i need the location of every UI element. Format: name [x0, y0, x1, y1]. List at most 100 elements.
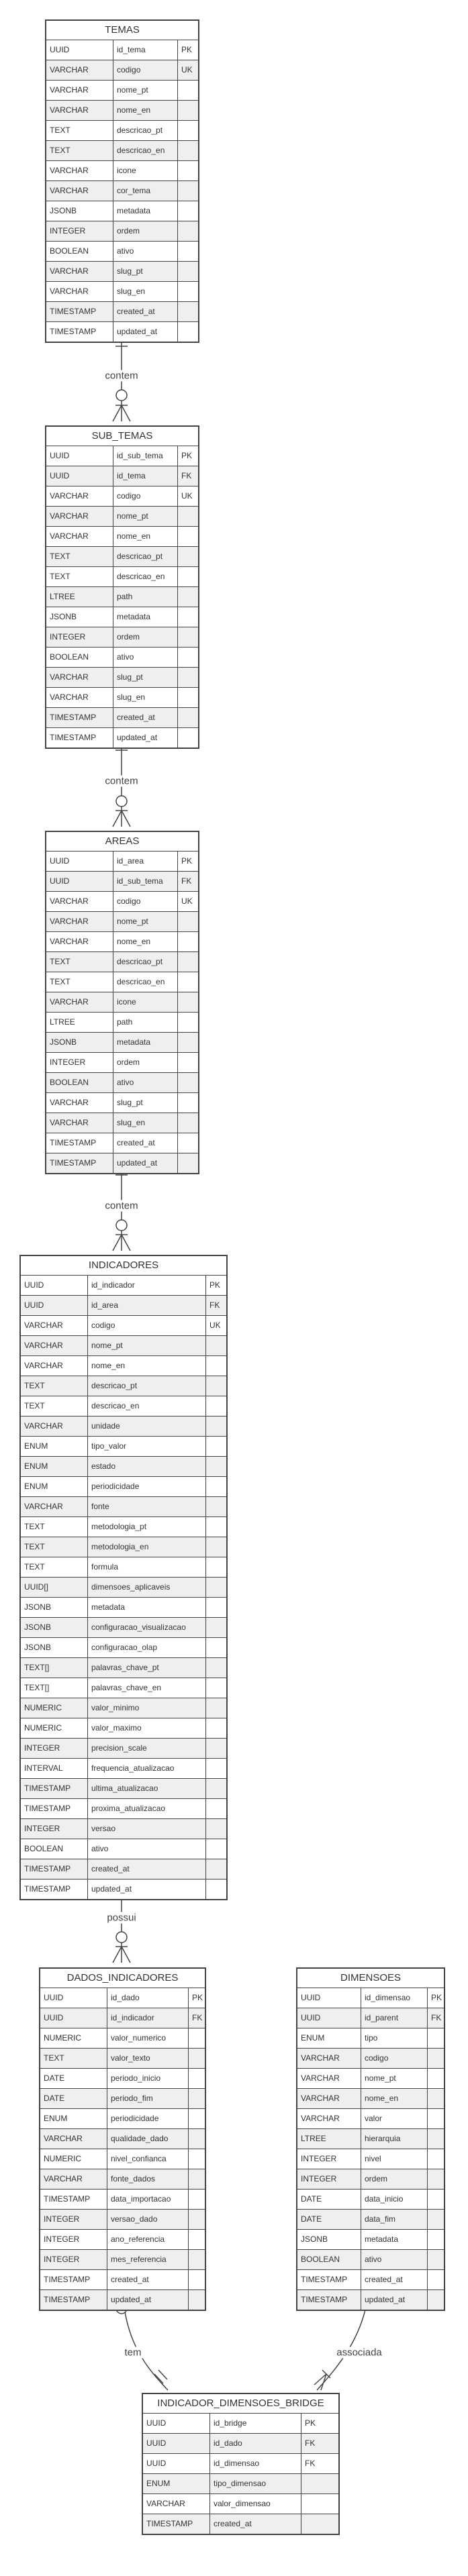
column-type: TEXT [40, 2049, 107, 2068]
column-key [428, 2210, 444, 2229]
column-type: TIMESTAMP [40, 2290, 107, 2310]
column-type: UUID [143, 2454, 210, 2473]
column-name: ano_referencia [107, 2230, 189, 2249]
column-name: id_parent [361, 2008, 428, 2028]
column-type: TEXT [46, 567, 113, 586]
column-key [206, 1396, 226, 1416]
column-name: periodicidade [88, 1477, 206, 1496]
column-name: nome_en [113, 101, 178, 120]
column-name: qualidade_dado [107, 2129, 189, 2149]
column-name: updated_at [113, 1153, 178, 1173]
column-type: TEXT[] [21, 1658, 88, 1678]
column-type: VARCHAR [21, 1336, 88, 1355]
rel-label-temas-sub-temas: contem [103, 370, 140, 382]
column-name: icone [113, 161, 178, 181]
column-type: ENUM [21, 1437, 88, 1456]
column-name: metadata [361, 2230, 428, 2249]
column-key: PK [209, 1280, 221, 1290]
column-name: unidade [88, 1416, 206, 1436]
column-type: INTEGER [297, 2169, 361, 2189]
column-type: VARCHAR [46, 262, 113, 281]
column-name: ativo [113, 242, 178, 261]
entity-title-indicadores: INDICADORES [21, 1256, 226, 1276]
rel-label-dimensoes-bridge: associada [334, 2347, 384, 2359]
column-type: LTREE [46, 587, 113, 607]
column-name: id_tema [113, 40, 178, 60]
column-name: nivel [361, 2149, 428, 2169]
column-name: fonte [88, 1497, 206, 1516]
column-key: PK [181, 45, 193, 54]
column-name: metadata [88, 1598, 206, 1617]
column-key [206, 1497, 226, 1516]
column-key [206, 1416, 226, 1436]
column-key [189, 2149, 205, 2169]
column-name: codigo [361, 2049, 428, 2068]
column-name: path [113, 1013, 178, 1032]
column-name: created_at [210, 2514, 301, 2534]
column-key [206, 1618, 226, 1637]
column-key [428, 2230, 444, 2249]
column-key: PK [305, 2418, 316, 2428]
column-key: FK [431, 2013, 442, 2022]
column-type: LTREE [297, 2129, 361, 2149]
column-key [206, 1839, 226, 1859]
column-name: palavras_chave_pt [88, 1658, 206, 1678]
column-key [189, 2250, 205, 2269]
column-name: slug_pt [113, 1093, 178, 1113]
column-key [206, 1598, 226, 1617]
column-type: VARCHAR [297, 2089, 361, 2108]
column-name: cor_tema [113, 181, 178, 201]
column-key [301, 2494, 338, 2514]
column-type: TIMESTAMP [46, 728, 113, 748]
entity-title-areas: AREAS [46, 832, 198, 852]
column-key [178, 1133, 198, 1153]
column-name: proxima_atualizacao [88, 1799, 206, 1818]
column-name: data_importacao [107, 2189, 189, 2209]
column-key: FK [305, 2459, 316, 2468]
column-key [178, 1073, 198, 1092]
column-type: TEXT [21, 1376, 88, 1396]
column-key [178, 972, 198, 992]
column-name: ordem [113, 1053, 178, 1072]
column-name: valor [361, 2109, 428, 2128]
column-name: updated_at [361, 2290, 428, 2310]
column-key [206, 1537, 226, 1557]
column-key [178, 547, 198, 566]
column-type: ENUM [297, 2028, 361, 2048]
column-name: created_at [107, 2270, 189, 2289]
column-key [189, 2049, 205, 2068]
column-type: INTERVAL [21, 1759, 88, 1778]
column-key [428, 2028, 444, 2048]
column-type: JSONB [21, 1638, 88, 1657]
column-key [428, 2109, 444, 2128]
column-key [206, 1517, 226, 1537]
column-key [178, 161, 198, 181]
